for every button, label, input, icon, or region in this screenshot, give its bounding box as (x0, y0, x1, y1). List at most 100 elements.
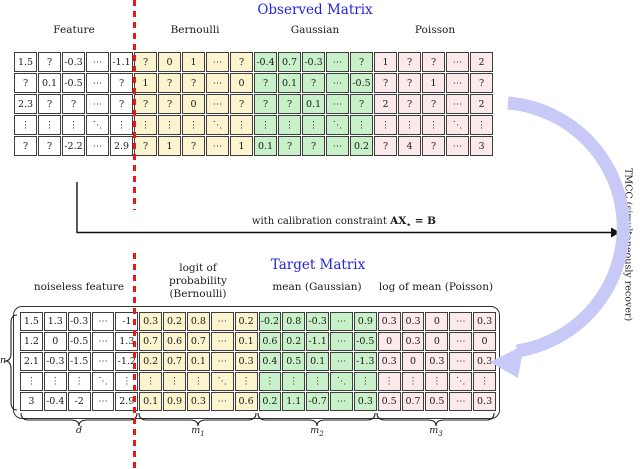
matrix-cell: -2 (67, 392, 91, 411)
matrix-cell: ? (38, 94, 61, 114)
matrix-cell: ⋮ (67, 372, 91, 391)
matrix-cell: ? (398, 52, 421, 72)
matrix-cell: ⋮ (401, 372, 425, 391)
matrix-cell: ? (134, 52, 157, 72)
matrix-cell: ⋯ (326, 73, 349, 93)
target-header-mean-gaussian: mean (Gaussian) (272, 281, 362, 293)
matrix-cell: ? (422, 52, 445, 72)
matrix-cell: 0 (425, 312, 449, 331)
matrix-cell: -1.5 (67, 352, 91, 371)
matrix-cell: ⋮ (110, 115, 133, 135)
matrix-cell: ⋯ (446, 136, 469, 156)
matrix-cell: 4 (398, 136, 421, 156)
matrix-cell: 0.7 (401, 392, 425, 411)
matrix-cell: 0.1 (186, 352, 210, 371)
matrix-cell: ? (374, 73, 397, 93)
matrix-cell: ⋯ (206, 73, 229, 93)
matrix-cell: ⋯ (210, 312, 234, 331)
matrix-cell: 0.7 (186, 332, 210, 351)
matrix-cell: 0.3 (473, 392, 496, 411)
matrix-cell: ⋯ (86, 73, 109, 93)
matrix-cell: 0.4 (258, 352, 282, 371)
matrix-cell: 1.3 (43, 312, 67, 331)
matrix-cell: ⋯ (91, 312, 115, 331)
matrix-cell: 0.5 (377, 392, 401, 411)
matrix-cell: -0.3 (302, 52, 325, 72)
matrix-cell: ? (230, 52, 253, 72)
matrix-cell: ⋯ (449, 392, 473, 411)
matrix-cell: ⋮ (38, 115, 61, 135)
target-header-log-mean-poisson: log of mean (Poisson) (378, 281, 494, 293)
matrix-cell: 0.1 (306, 352, 330, 371)
matrix-cell: ⋯ (91, 332, 115, 351)
matrix-cell: ⋱ (326, 115, 349, 135)
matrix-cell: ⋮ (425, 372, 449, 391)
matrix-cell: -1.3 (353, 352, 377, 371)
group-label-m3-sub: 3 (438, 429, 443, 438)
matrix-cell: ⋯ (449, 352, 473, 371)
matrix-cell: ⋮ (258, 372, 282, 391)
matrix-cell: ? (374, 136, 397, 156)
matrix-cell: ⋯ (330, 332, 353, 351)
target-header-noiseless-feature: noiseless feature (33, 281, 125, 293)
matrix-cell: ⋮ (234, 372, 258, 391)
matrix-cell: 0.7 (139, 332, 163, 351)
target-matrix-title: Target Matrix (270, 257, 366, 273)
matrix-cell: ⋮ (134, 115, 157, 135)
matrix-cell: ⋮ (470, 115, 493, 135)
matrix-cell: 0.3 (473, 352, 496, 371)
matrix-cell: 0.9 (353, 312, 377, 331)
matrix-cell: ⋮ (353, 372, 377, 391)
matrix-cell: ⋱ (330, 372, 353, 391)
group-label-m2: m2 (277, 425, 357, 438)
matrix-cell: 0.2 (350, 136, 373, 156)
matrix-cell: ⋮ (374, 115, 397, 135)
group-label-m1-sub: 1 (200, 429, 205, 438)
matrix-cell: ⋮ (20, 372, 43, 391)
matrix-cell: ? (278, 136, 301, 156)
matrix-cell: 2 (374, 94, 397, 114)
matrix-cell: -1.1 (110, 52, 133, 72)
matrix-cell: 3 (20, 392, 43, 411)
matrix-cell: 0.1 (38, 73, 61, 93)
group-label-m3-base: m (429, 425, 439, 436)
matrix-cell: ? (14, 136, 37, 156)
calibration-constraint-label: with calibration constraint AX⋆ = B (144, 215, 544, 229)
matrix-cell: 0.3 (234, 352, 258, 371)
matrix-cell: ? (398, 94, 421, 114)
matrix-cell: -0.5 (67, 332, 91, 351)
matrix-cell: 0 (473, 332, 496, 351)
group-label-m2-sub: 2 (319, 429, 324, 438)
matrix-cell: 2.9 (110, 136, 133, 156)
matrix-cell: 0.8 (282, 312, 306, 331)
matrix-cell: ? (38, 136, 61, 156)
matrix-cell: ⋯ (449, 312, 473, 331)
matrix-cell: ⋯ (86, 136, 109, 156)
feature-separator-dashed-line-top (133, 0, 136, 210)
matrix-cell: -0.3 (43, 352, 67, 371)
matrix-cell: ⋱ (210, 372, 234, 391)
matrix-cell: 0.6 (234, 392, 258, 411)
matrix-cell: ? (254, 73, 277, 93)
matrix-cell: ? (422, 94, 445, 114)
matrix-cell: -0.4 (43, 392, 67, 411)
matrix-cell: ⋮ (302, 115, 325, 135)
matrix-cell: ⋯ (330, 392, 353, 411)
matrix-cell: ⋯ (210, 332, 234, 351)
matrix-cell: 1.5 (20, 312, 43, 331)
matrix-cell: ⋮ (182, 115, 205, 135)
matrix-cell: ? (134, 136, 157, 156)
group-label-d-base: d (75, 425, 83, 436)
target-header-logit-bernoulli: logit of probability (Bernoulli) (169, 262, 227, 300)
matrix-cell: ? (62, 94, 85, 114)
matrix-cell: -1.1 (306, 332, 330, 351)
matrix-cell: -2.2 (62, 136, 85, 156)
matrix-cell: ⋯ (91, 352, 115, 371)
matrix-cell: 2 (470, 94, 493, 114)
matrix-cell: ⋯ (449, 332, 473, 351)
matrix-cell: 0.2 (258, 392, 282, 411)
matrix-cell: 1 (158, 136, 181, 156)
matrix-cell: ⋮ (350, 115, 373, 135)
